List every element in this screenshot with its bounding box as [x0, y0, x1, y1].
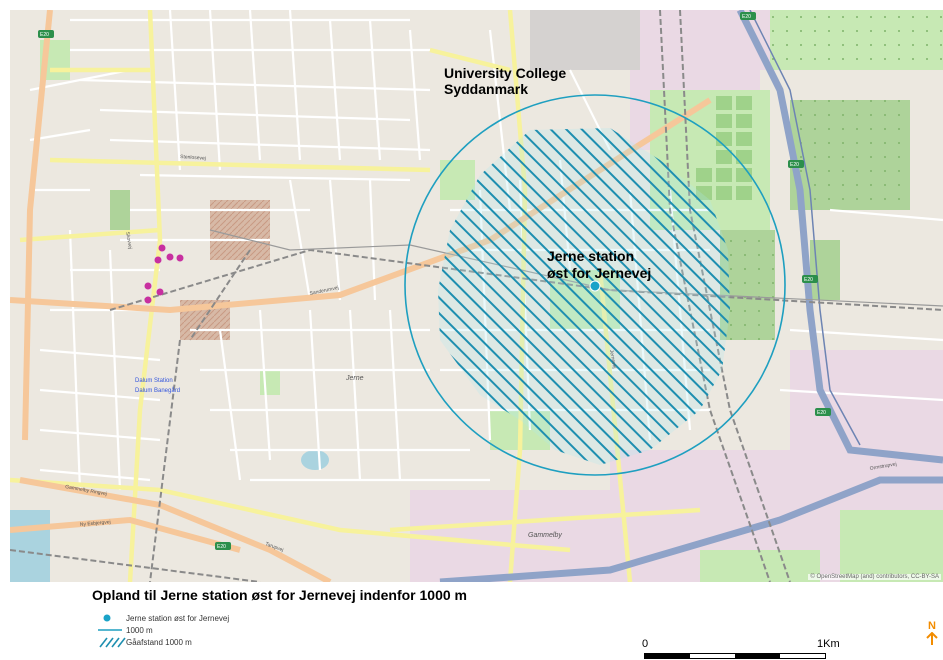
label-station-line1: Jerne station [547, 248, 634, 264]
water-bodies [10, 450, 329, 582]
scale-bar: 0 1Km [620, 638, 860, 660]
hatch-area-icon [98, 636, 126, 648]
motorway-edge [749, 10, 861, 446]
legend-label: Jerne station øst for Jernevej [126, 613, 230, 623]
scale-end-label: 1Km [817, 638, 840, 650]
station-label-dalum-banegard: Dalum Banegård [135, 387, 180, 394]
legend-item-station: Jerne station øst for Jernevej [98, 612, 229, 624]
buffer-ring-1000m [404, 94, 786, 476]
road-label: Jernevej [608, 349, 617, 369]
legend-label: Gåafstand 1000 m [126, 637, 192, 647]
poi-markers [144, 244, 184, 304]
legend: Jerne station øst for Jernevej 1000 m Gå… [98, 612, 229, 648]
area-label-jerne: Jerne [345, 375, 364, 382]
label-university-line1: University College [444, 65, 566, 81]
road-label: Skovvej [124, 231, 133, 249]
route-shield-label: E20 [804, 277, 813, 283]
road-label: Ormstrupvej [869, 461, 897, 472]
road-label: Stenlosevej [180, 154, 206, 162]
legend-item-buffer: 1000 m [98, 624, 229, 636]
route-shield-label: E20 [217, 544, 226, 550]
label-university-line2: Syddanmark [444, 81, 528, 97]
motorway-e20 [439, 10, 943, 582]
map-title: Opland til Jerne station øst for Jerneve… [92, 587, 467, 603]
route-shield-label: E20 [40, 32, 49, 38]
route-shield-label: E20 [817, 410, 826, 416]
station-point[interactable] [589, 280, 601, 292]
sports-fields [694, 94, 754, 202]
north-arrow-icon [926, 631, 938, 645]
walking-catchment-area [438, 128, 730, 465]
legend-label: 1000 m [126, 625, 153, 635]
road-label: Sanderumvej [309, 285, 339, 297]
rail-yard-area [530, 10, 640, 70]
station-label-dalum: Dalum Station [135, 378, 173, 384]
map-attribution: © OpenStreetMap (and) contributors, CC-B… [808, 574, 941, 580]
buffer-line-icon [98, 624, 126, 636]
north-label: N [928, 620, 936, 632]
scale-start-label: 0 [642, 638, 649, 650]
north-arrow: N [922, 620, 942, 660]
area-label-gammelby: Gammelby [528, 532, 562, 539]
route-shield-label: E20 [790, 162, 799, 168]
legend-item-walking: Gåafstand 1000 m [98, 636, 229, 648]
scale-bar-graphic [644, 653, 826, 659]
label-station-line2: øst for Jernevej [547, 265, 651, 281]
route-shields: E20 E20 E20 E20 E20 E20 [38, 12, 831, 550]
station-point-icon [98, 612, 126, 624]
map-canvas[interactable]: E20 E20 E20 E20 E20 E20 Stenlosevej Skov… [10, 10, 943, 582]
route-shield-label: E20 [742, 14, 751, 20]
road-label: Ny Esbjergvej [80, 519, 111, 528]
